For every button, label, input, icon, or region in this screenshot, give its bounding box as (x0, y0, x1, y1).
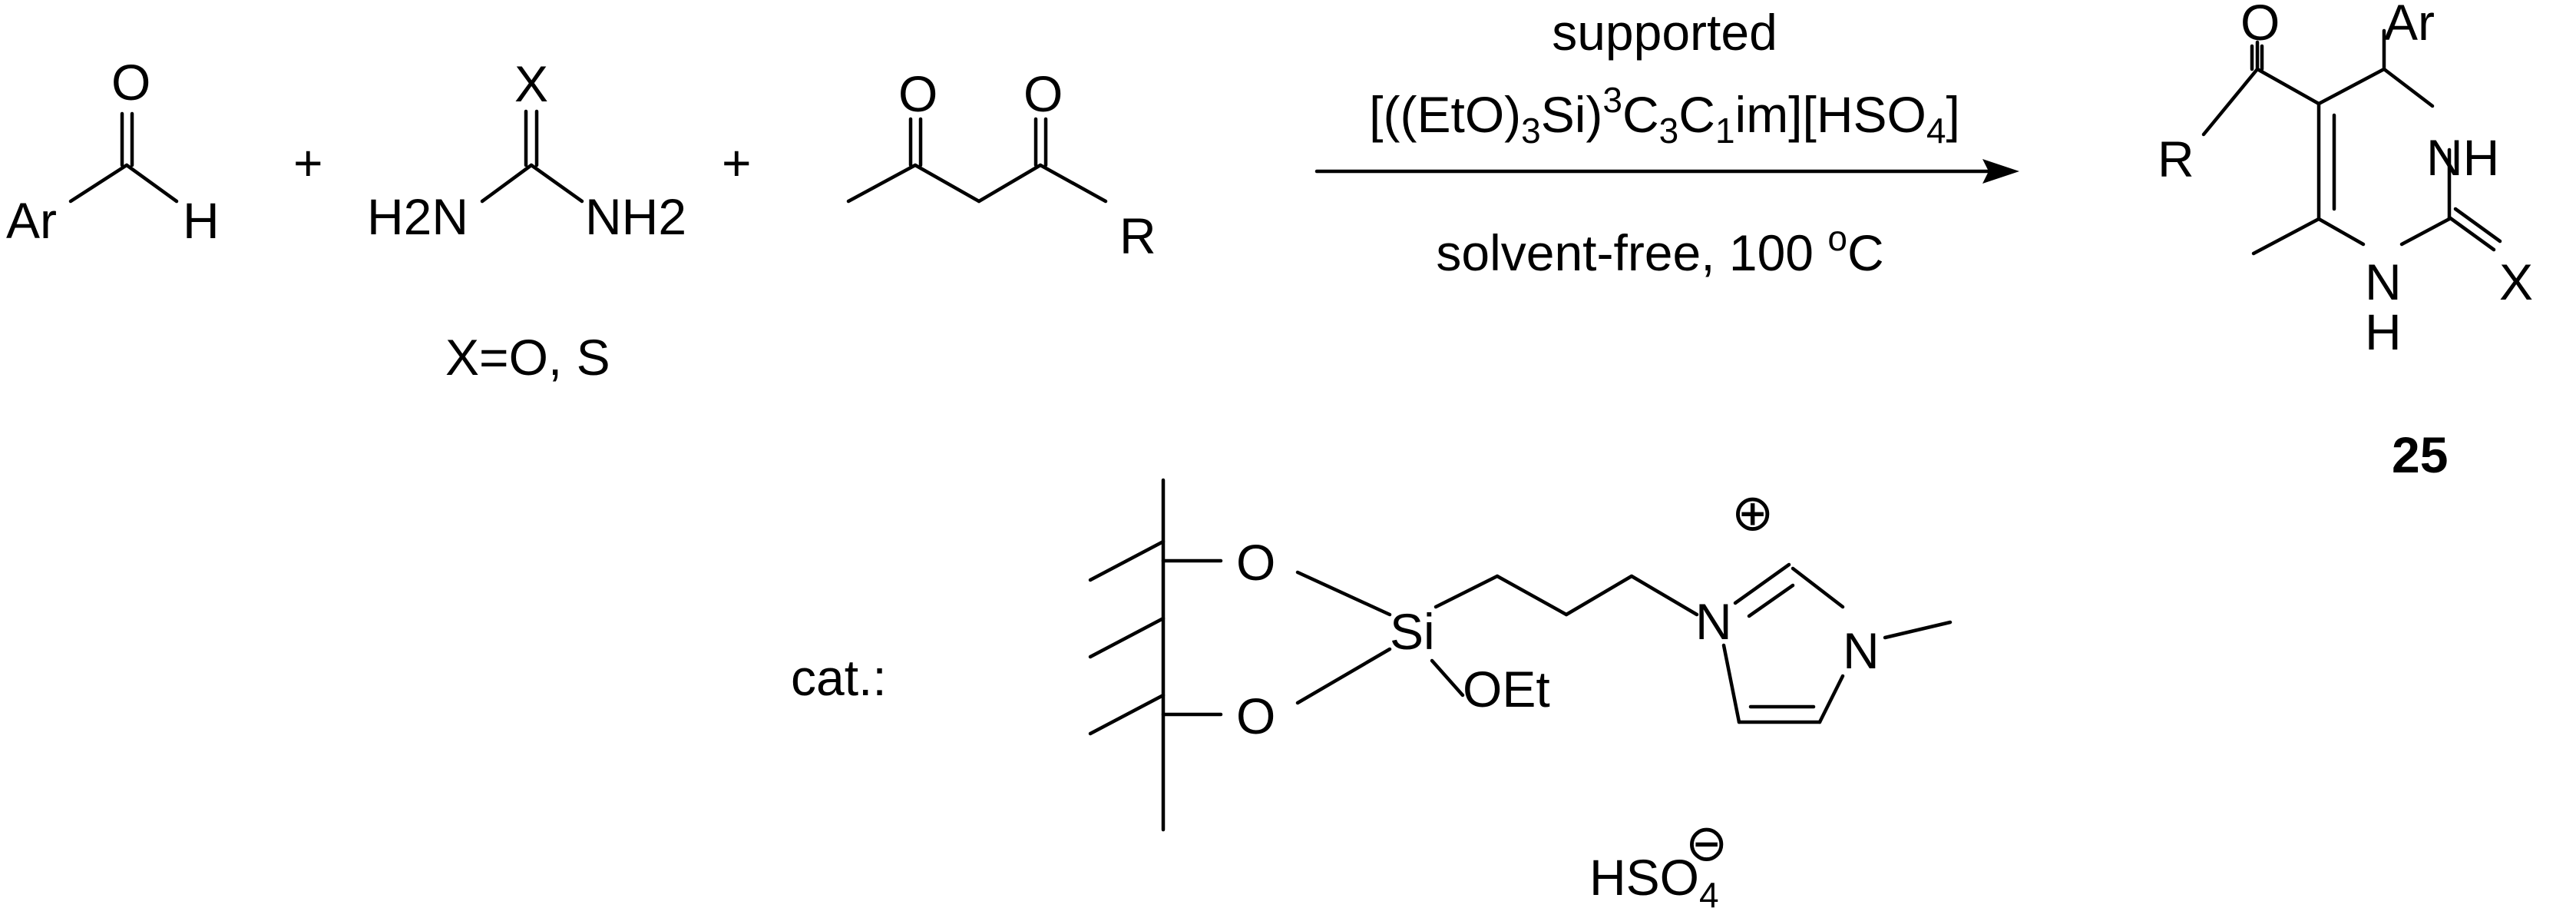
condition-supported: supported (1552, 4, 1777, 61)
surface-hash (1088, 693, 1166, 736)
bond (2399, 217, 2452, 247)
catalyst-label: cat.: (791, 649, 887, 706)
hso4-counterion-label: HSO4 (1589, 849, 1719, 915)
bond (2453, 207, 2502, 244)
product-n-label: N (2365, 254, 2402, 310)
plus-sign-2: + (722, 134, 752, 191)
product-x-label: X (2499, 254, 2533, 310)
bond (913, 163, 981, 204)
negative-charge-icon: ⊖ (1685, 814, 1728, 871)
urea-x-definition: X=O, S (445, 329, 610, 386)
aldehyde-hydrogen-label: H (183, 192, 220, 249)
condition-catalyst-formula: [((EtO)3Si)3C3C1im][HSO4] (1369, 80, 1960, 151)
bond (2447, 215, 2496, 252)
catalyst-silicon-label: Si (1390, 603, 1435, 660)
aldehyde-oxygen-label: O (111, 54, 150, 111)
surface-hash (1088, 539, 1166, 582)
diketone-r-label: R (1119, 207, 1156, 264)
bond (480, 163, 534, 204)
catalyst-oxygen-2-label: O (1236, 688, 1275, 744)
urea-structure: X H2N NH2 X=O, S (367, 55, 686, 386)
bond (977, 163, 1043, 204)
bond (529, 163, 584, 204)
reaction-arrow: supported [((EtO)3Si)3C3C1im][HSO4] solv… (1314, 4, 2019, 281)
aldehyde-ar-label: Ar (6, 192, 57, 249)
bond (1883, 620, 1953, 640)
urea-h2n-label: H2N (367, 188, 468, 245)
bond (2255, 67, 2321, 106)
bond (68, 163, 129, 204)
aldehyde-structure: Ar O H (6, 54, 220, 249)
bond (1629, 574, 1699, 617)
bond (2201, 67, 2260, 137)
urea-nh2-label: NH2 (585, 188, 686, 245)
bond (2251, 217, 2321, 256)
bond (1564, 574, 1634, 617)
diketone-structure: O O R (846, 65, 1156, 264)
plus-sign-1: + (293, 134, 323, 191)
catalyst-structure: cat.: O O Si OEt N N ⊕ HSO4 ⊖ (791, 478, 1953, 915)
bond (1721, 643, 1741, 724)
bond (2316, 67, 2386, 106)
product-number-label: 25 (2392, 426, 2448, 483)
product-ar-label: Ar (2384, 0, 2435, 51)
bond (1817, 674, 1845, 724)
positive-charge-icon: ⊕ (1731, 484, 1774, 541)
bond (2382, 67, 2435, 108)
bond (1747, 583, 1795, 618)
diketone-oxygen-1-label: O (898, 65, 937, 122)
product-oxygen-label: O (2240, 0, 2280, 51)
condition-solvent-temperature: solvent-free, 100 oC (1436, 218, 1883, 281)
diketone-oxygen-2-label: O (1023, 65, 1063, 122)
arrow-head (1982, 159, 2019, 184)
catalyst-imidazolium-n3-label: N (1843, 622, 1880, 679)
bond (1733, 562, 1791, 605)
catalyst-oxygen-1-label: O (1236, 534, 1275, 591)
bond (1433, 574, 1500, 609)
product-r-label: R (2158, 131, 2194, 187)
bond (846, 163, 918, 204)
catalyst-imidazolium-n1-label: N (1695, 593, 1732, 650)
bond (1495, 574, 1569, 617)
surface-hash (1088, 616, 1166, 659)
bond (124, 163, 179, 204)
bond (1038, 163, 1108, 204)
catalyst-ethoxy-label: OEt (1463, 661, 1550, 717)
bond (1295, 647, 1392, 705)
product-structure: O Ar R NH N H X 25 (2158, 0, 2533, 483)
bond (1430, 658, 1465, 698)
bond (1791, 566, 1845, 609)
product-nh-label: NH (2426, 129, 2499, 186)
urea-x-label: X (514, 55, 548, 112)
product-n-hydrogen-label: H (2365, 303, 2402, 360)
bond (2316, 217, 2366, 247)
bond (1295, 570, 1392, 617)
